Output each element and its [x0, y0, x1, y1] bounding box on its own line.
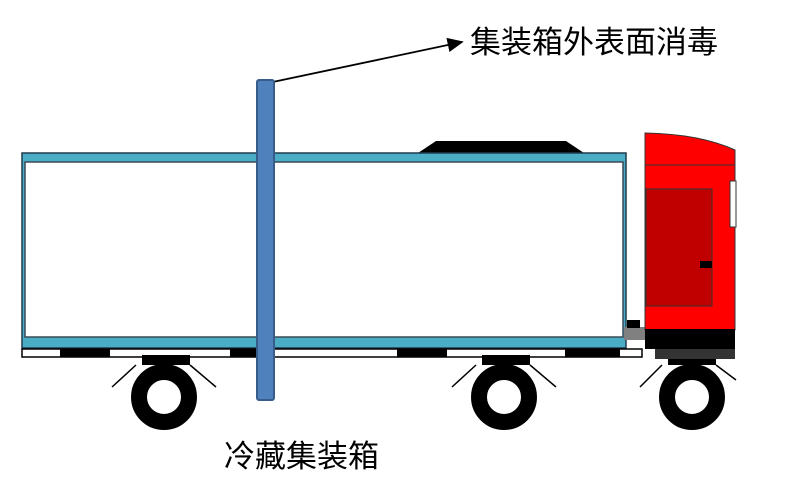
chassis	[21, 348, 643, 358]
disinfection-pole	[256, 79, 275, 401]
container-label: 冷藏集装箱	[224, 439, 379, 475]
disinfection-label: 集装箱外表面消毒	[470, 25, 718, 61]
truck-cab	[644, 132, 737, 359]
cab-window	[729, 180, 737, 228]
wheel-2	[451, 355, 557, 430]
roof-unit	[418, 141, 584, 153]
pointer-arrow	[267, 37, 464, 84]
wheel-1	[111, 355, 217, 430]
door-handle	[700, 261, 712, 268]
wheel-3	[639, 355, 737, 430]
cab-door	[645, 188, 713, 307]
refrigerated-container	[21, 152, 627, 349]
